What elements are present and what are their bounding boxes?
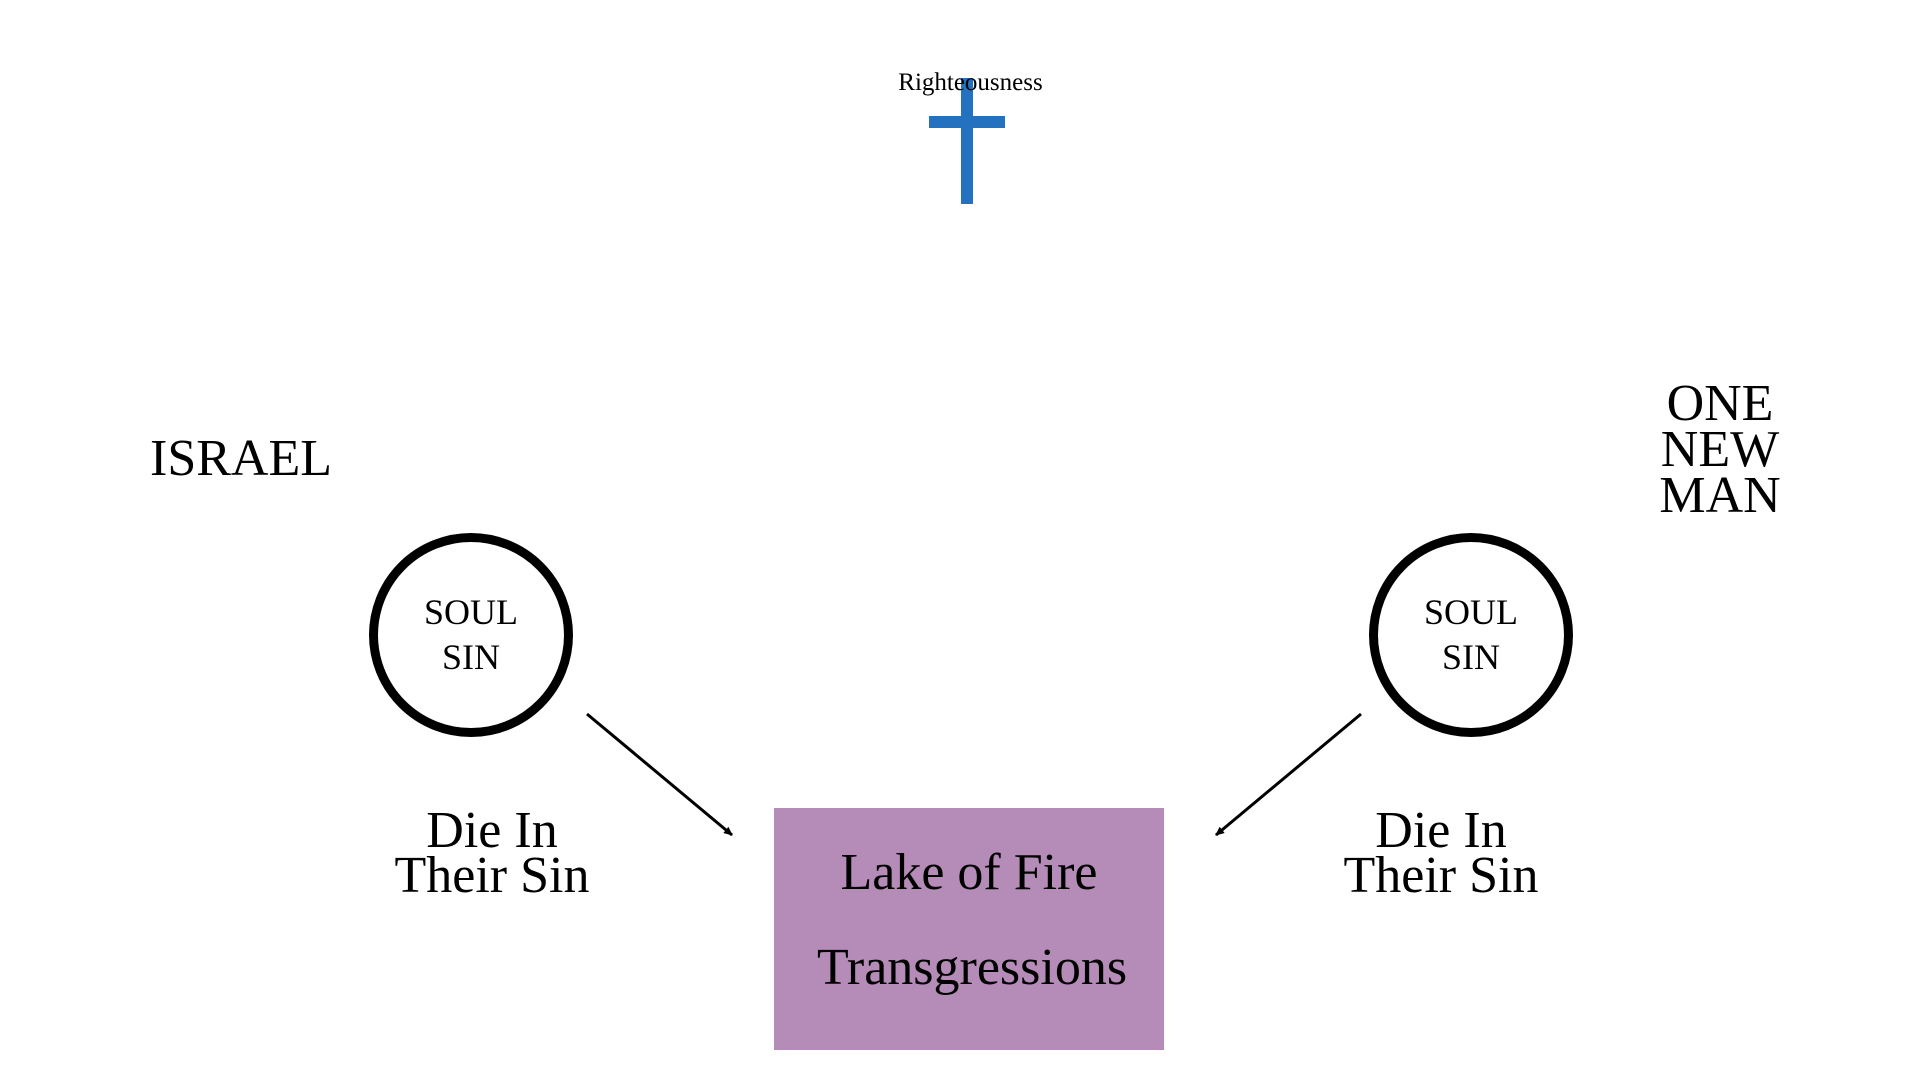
one-new-man-sin-text: SIN xyxy=(1441,637,1500,677)
one-new-man-outcome-label: Die In Their Sin xyxy=(1291,802,1591,904)
cross-horizontal-bar xyxy=(929,116,1005,128)
one-new-man-outcome-line1: Die In xyxy=(1375,802,1507,859)
cross-vertical-bar xyxy=(961,78,973,204)
lake-of-fire-box: Lake of Fire Transgressions xyxy=(774,808,1164,1050)
one-new-man-line2: NEW xyxy=(1660,421,1780,478)
israel-outcome-label: Die In Their Sin xyxy=(342,802,642,904)
israel-soul-text: SOUL xyxy=(423,592,518,632)
israel-soul-circle: SOUL SIN xyxy=(369,533,573,737)
transgressions-label: Transgressions xyxy=(816,939,1128,996)
one-new-man-line3: MAN xyxy=(1659,467,1781,524)
righteousness-label: Righteousness xyxy=(898,69,1043,96)
one-new-man-line1: ONE xyxy=(1666,375,1774,432)
israel-outcome-line2: Their Sin xyxy=(394,847,590,904)
cross-icon xyxy=(929,78,1005,204)
israel-sin-text: SIN xyxy=(441,637,500,677)
one-new-man-soul-circle: SOUL SIN xyxy=(1369,533,1573,737)
one-new-man-label: ONE NEW MAN xyxy=(1620,375,1820,524)
lake-of-fire-title: Lake of Fire xyxy=(840,844,1098,901)
one-new-man-outcome-line2: Their Sin xyxy=(1343,847,1539,904)
israel-outcome-line1: Die In xyxy=(426,802,558,859)
one-new-man-soul-text: SOUL xyxy=(1423,592,1518,632)
israel-label: ISRAEL xyxy=(150,430,332,487)
